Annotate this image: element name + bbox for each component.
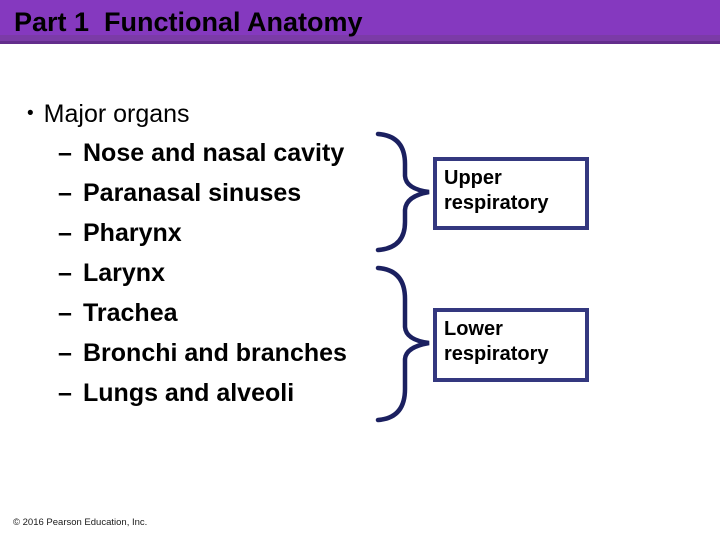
list-item-label: Pharynx: [83, 218, 182, 247]
upper-respiratory-label: Upper respiratory: [444, 167, 549, 214]
bullet-item-major-organs: • Major organs: [27, 99, 190, 129]
dash-marker: –: [58, 338, 72, 367]
list-item-label: Nose and nasal cavity: [83, 138, 345, 167]
list-item-label: Larynx: [83, 258, 165, 287]
lower-respiratory-box: Lower respiratory: [433, 308, 589, 382]
list-item: – Paranasal sinuses: [58, 173, 347, 213]
dash-marker: –: [58, 218, 72, 247]
dash-marker: –: [58, 178, 72, 207]
list-item-label: Bronchi and branches: [83, 338, 347, 367]
dash-marker: –: [58, 298, 72, 327]
list-item: – Lungs and alveoli: [58, 373, 347, 413]
bullet-icon: •: [27, 103, 34, 124]
list-item: – Nose and nasal cavity: [58, 133, 347, 173]
list-item-label: Paranasal sinuses: [83, 178, 302, 207]
dash-marker: –: [58, 258, 72, 287]
list-item: – Pharynx: [58, 213, 347, 253]
upper-respiratory-box: Upper respiratory: [433, 157, 589, 230]
lower-brace-path: [375, 265, 430, 423]
organ-list: – Nose and nasal cavity – Paranasal sinu…: [58, 133, 347, 413]
dash-marker: –: [58, 378, 72, 407]
slide-title: Part 1 Functional Anatomy: [14, 7, 363, 37]
list-item-label: Trachea: [83, 298, 178, 327]
list-item: – Trachea: [58, 293, 347, 333]
list-item: – Larynx: [58, 253, 347, 293]
lower-group-brace-icon: [375, 265, 430, 423]
copyright-text: © 2016 Pearson Education, Inc.: [13, 517, 148, 528]
upper-group-brace-icon: [375, 131, 430, 253]
list-item: – Bronchi and branches: [58, 333, 347, 373]
bullet-label: Major organs: [43, 99, 190, 128]
list-item-label: Lungs and alveoli: [83, 378, 295, 407]
title-bar: Part 1 Functional Anatomy: [0, 0, 720, 44]
upper-brace-path: [375, 131, 430, 253]
dash-marker: –: [58, 138, 72, 167]
lower-respiratory-label: Lower respiratory: [444, 318, 549, 365]
